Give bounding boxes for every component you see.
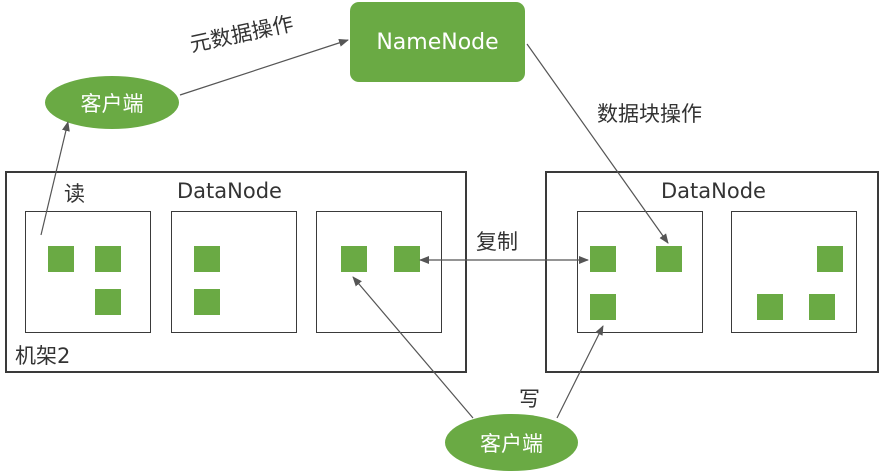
edge-label-read: 读 xyxy=(64,182,85,206)
rack-right: DataNode xyxy=(545,171,879,373)
data-block xyxy=(341,246,367,272)
client-bottom-label: 客户端 xyxy=(480,431,543,456)
data-block xyxy=(48,246,74,272)
namenode-box: NameNode xyxy=(350,2,525,82)
data-block xyxy=(656,246,682,272)
data-block xyxy=(590,294,616,320)
data-block xyxy=(809,294,835,320)
edge-label-block-op: 数据块操作 xyxy=(597,102,702,126)
datanode-left-2 xyxy=(171,211,297,333)
namenode-label: NameNode xyxy=(376,29,499,55)
data-block xyxy=(194,246,220,272)
data-block xyxy=(95,246,121,272)
edge-label-metadata: 元数据操作 xyxy=(187,11,296,57)
data-block xyxy=(757,294,783,320)
client-top-label: 客户端 xyxy=(80,91,144,116)
datanode-left-3 xyxy=(316,211,442,333)
edge-label-write: 写 xyxy=(519,387,540,411)
data-block xyxy=(590,246,616,272)
datanode-right-2 xyxy=(731,211,857,333)
edge-label-replicate: 复制 xyxy=(476,230,518,254)
data-block xyxy=(817,246,843,272)
datanode-left-1 xyxy=(25,211,151,333)
data-block xyxy=(394,246,420,272)
data-block xyxy=(95,289,121,315)
datanode-label-right: DataNode xyxy=(661,179,766,203)
datanode-label-left: DataNode xyxy=(177,179,282,203)
client-bottom: 客户端 xyxy=(445,414,578,471)
datanode-right-1 xyxy=(577,211,703,333)
client-top: 客户端 xyxy=(45,76,179,129)
rack-left: DataNode 机架2 xyxy=(5,171,467,373)
rack-label: 机架2 xyxy=(15,344,71,368)
data-block xyxy=(194,289,220,315)
